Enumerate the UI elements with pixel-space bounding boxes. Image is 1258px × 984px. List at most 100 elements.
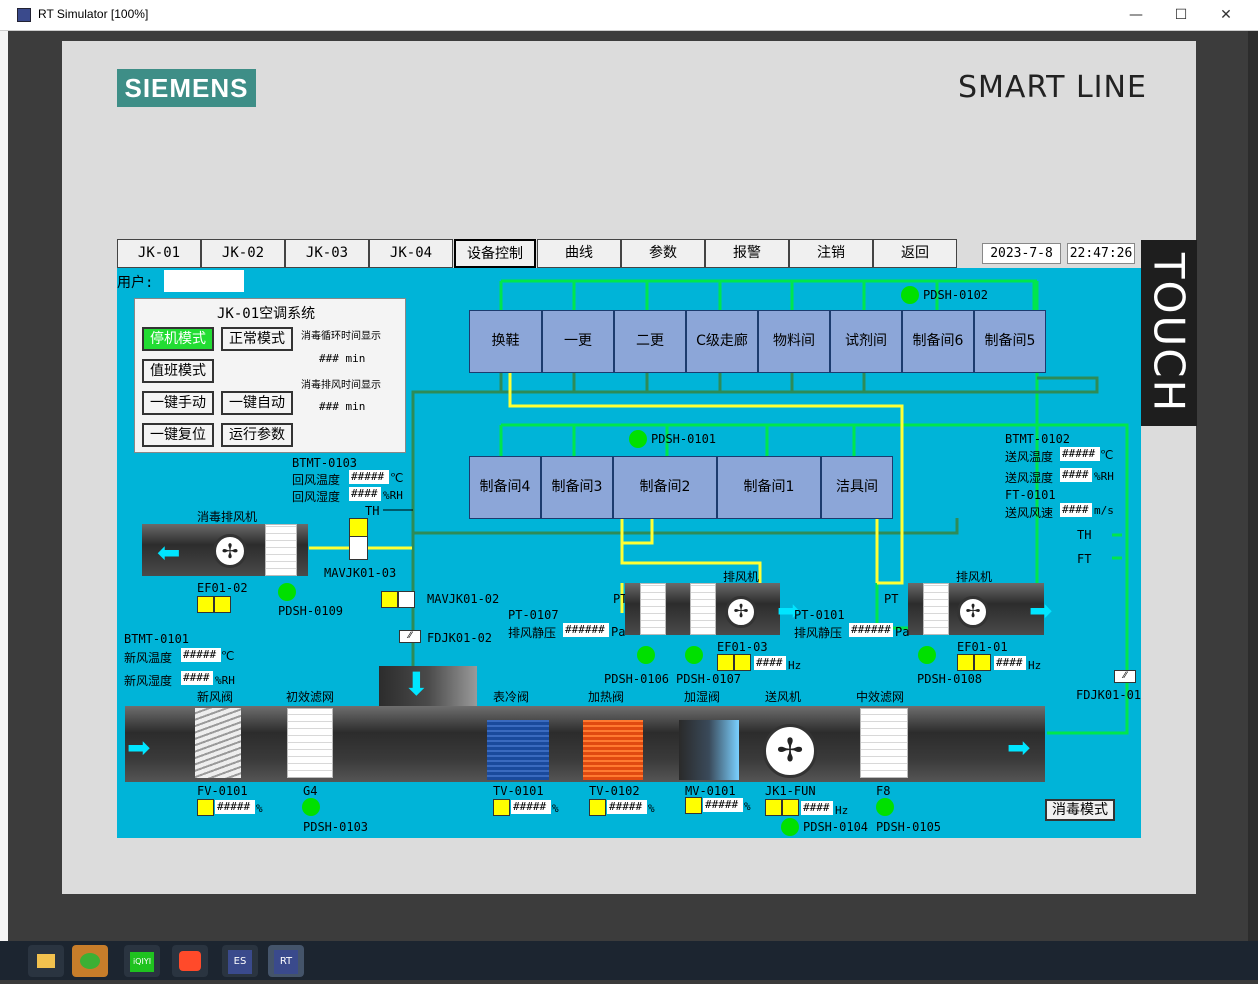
explorer-icon[interactable] (28, 945, 64, 977)
return-temp-label: 回风温度 (292, 473, 341, 487)
fdjk01-02-damper-icon[interactable]: ⁄⁄ (399, 630, 421, 643)
pdsh-0105-label: PDSH-0105 (876, 820, 942, 834)
mavjk01-03-label: MAVJK01-03 (324, 566, 397, 580)
tab-logout[interactable]: 注销 (789, 239, 873, 268)
exhaust-filter-1a (640, 583, 666, 635)
fresh-hum-value: #### (181, 671, 213, 685)
fv-0101-status[interactable] (197, 799, 214, 816)
jk1-fun-status-2[interactable] (782, 799, 799, 816)
exhaust-static-1-value: ###### (563, 623, 609, 637)
hmi-screen: JK-01 JK-02 JK-03 JK-04 设备控制 曲线 参数 报警 注销… (117, 238, 1141, 838)
stop-mode-button[interactable]: 停机模式 (142, 327, 214, 351)
duty-mode-button[interactable]: 值班模式 (142, 359, 214, 383)
tab-jk-04[interactable]: JK-04 (369, 239, 453, 268)
fv-0101-value: ##### (215, 800, 255, 814)
cooling-coil-icon[interactable] (487, 720, 549, 780)
room-change-2[interactable]: 二更 (614, 310, 686, 373)
fresh-air-valve-icon[interactable] (195, 708, 241, 778)
ef01-01-status-2[interactable] (974, 654, 991, 671)
tab-curves[interactable]: 曲线 (537, 239, 621, 268)
minimize-button[interactable]: — (1129, 7, 1143, 23)
exhaust-fan-2-label: 排风机 (956, 570, 993, 584)
cflex-es-icon[interactable]: ES (222, 945, 258, 977)
humidifier-icon[interactable] (679, 720, 739, 780)
pt-label-2: PT (884, 592, 899, 606)
ef01-01-hz-value: #### (994, 656, 1026, 670)
room-prep-4[interactable]: 制备间4 (469, 456, 541, 519)
run-params-button[interactable]: 运行参数 (221, 423, 293, 447)
room-prep-2[interactable]: 制备间2 (613, 456, 717, 519)
tab-alarms[interactable]: 报警 (705, 239, 789, 268)
return-hum-unit: %RH (383, 489, 403, 502)
ef01-02-label: EF01-02 (197, 581, 248, 595)
ef01-02-status-1[interactable] (197, 596, 214, 613)
return-air-arrow-icon: ⬇ (403, 665, 430, 703)
room-material[interactable]: 物料间 (758, 310, 830, 373)
ef01-02-status-2[interactable] (214, 596, 231, 613)
heating-coil-icon[interactable] (583, 720, 643, 780)
mv-0101-label: MV-0101 (685, 784, 736, 798)
tv-0101-status[interactable] (493, 799, 510, 816)
mode-panel: JK-01空调系统 停机模式 正常模式 值班模式 一键手动 一键自动 一键复位 … (134, 298, 406, 453)
tab-params[interactable]: 参数 (621, 239, 705, 268)
room-cleaning[interactable]: 洁具间 (821, 456, 893, 519)
medium-filter-icon (860, 708, 908, 778)
room-shoe-change[interactable]: 换鞋 (469, 310, 542, 373)
supply-speed-unit: m/s (1094, 504, 1114, 517)
cflex-rt-icon[interactable]: RT (268, 945, 304, 977)
touch-label: TOUCH (1141, 240, 1197, 426)
supply-hum-unit: %RH (1094, 470, 1114, 483)
mavjk01-03-damper[interactable] (349, 518, 368, 560)
fdjk01-01-damper-icon[interactable]: ⁄⁄ (1114, 670, 1136, 683)
user-field[interactable] (164, 270, 244, 292)
medium-filter-label: 中效滤网 (856, 690, 905, 704)
exhaust-fan-1-icon[interactable]: ✢ (725, 596, 757, 628)
room-prep-6[interactable]: 制备间6 (902, 310, 974, 373)
mv-0101-status[interactable] (685, 797, 702, 814)
ef01-03-status-2[interactable] (734, 654, 751, 671)
cooling-valve-label: 表冷阀 (493, 690, 530, 704)
wechat-icon[interactable] (72, 945, 108, 977)
jk1-fun-hz-value: #### (801, 801, 833, 815)
ef01-03-status-1[interactable] (717, 654, 734, 671)
iqiyi-icon[interactable]: iQIYI (124, 945, 160, 977)
ft-0101-label: FT-0101 (1005, 488, 1056, 502)
exhaust-fan-2-icon[interactable]: ✢ (957, 596, 989, 628)
disinfect-exhaust-arrow-icon: ⬅ (157, 536, 181, 569)
jk1-fun-status-1[interactable] (765, 799, 782, 816)
ef01-01-status-1[interactable] (957, 654, 974, 671)
tab-back[interactable]: 返回 (873, 239, 957, 268)
ef01-03-label: EF01-03 (717, 640, 768, 654)
fresh-temp-value: ##### (181, 648, 221, 662)
video-app-icon[interactable] (172, 945, 208, 977)
date-display: 2023-7-8 (982, 243, 1061, 264)
normal-mode-button[interactable]: 正常模式 (221, 327, 293, 351)
room-c-corridor[interactable]: C级走廊 (686, 310, 758, 373)
tab-device-control[interactable]: 设备控制 (454, 239, 536, 268)
room-prep-1[interactable]: 制备间1 (717, 456, 821, 519)
supply-temp-label: 送风温度 (1005, 450, 1054, 464)
tab-jk-01[interactable]: JK-01 (117, 239, 201, 268)
tv-0102-status[interactable] (589, 799, 606, 816)
one-key-manual-button[interactable]: 一键手动 (142, 391, 214, 415)
room-prep-3[interactable]: 制备间3 (541, 456, 613, 519)
supply-fan-icon[interactable]: ✢ (763, 724, 817, 778)
tab-jk-02[interactable]: JK-02 (201, 239, 285, 268)
disinfect-exhaust-fan-icon[interactable]: ✢ (213, 534, 247, 568)
close-button[interactable]: ✕ (1220, 7, 1232, 23)
exhaust-time-label: 消毒排风时间显示 (301, 380, 381, 391)
mavjk01-02-status-off[interactable] (398, 591, 415, 608)
disinfect-mode-button[interactable]: 消毒模式 (1045, 799, 1115, 821)
g4-label: G4 (303, 784, 318, 798)
pdsh-0101-indicator (629, 430, 647, 448)
room-change-1[interactable]: 一更 (542, 310, 614, 373)
tab-jk-03[interactable]: JK-03 (285, 239, 369, 268)
room-reagent[interactable]: 试剂间 (830, 310, 902, 373)
supply-temp-value: ##### (1060, 447, 1100, 461)
one-key-auto-button[interactable]: 一键自动 (221, 391, 293, 415)
pdsh-0108-indicator (918, 646, 936, 664)
maximize-button[interactable]: ☐ (1174, 7, 1188, 23)
mavjk01-02-status[interactable] (381, 591, 398, 608)
room-prep-5[interactable]: 制备间5 (974, 310, 1046, 373)
one-key-reset-button[interactable]: 一键复位 (142, 423, 214, 447)
